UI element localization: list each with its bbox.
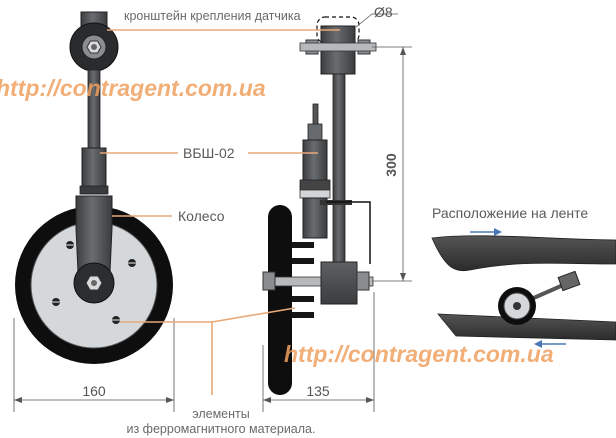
top-bolt [299, 42, 377, 52]
dimension-lines [13, 13, 412, 412]
bracket-label: кронштейн крепления датчика [124, 9, 301, 23]
leader-lines [100, 29, 340, 395]
front-view [15, 11, 173, 364]
height-dimension: 300 [383, 153, 399, 177]
side-sensor-body [302, 139, 328, 183]
diameter-dimension: Ø8 [374, 4, 393, 20]
side-lower-block [320, 261, 358, 305]
lever-arm [75, 195, 113, 273]
ferromagnetic-elements [292, 242, 314, 318]
side-width-dimension: 135 [306, 383, 330, 399]
belt-direction-arrow-icons [470, 228, 566, 348]
belt-position-label: Расположение на ленте [432, 205, 588, 221]
elements-label-line1: элементы [192, 407, 250, 421]
wheel-label: Колесо [178, 208, 225, 224]
wheel-width-dimension: 160 [82, 383, 106, 399]
belt-diagram [431, 228, 616, 348]
belt-upper [431, 235, 616, 272]
side-tire [268, 205, 292, 395]
elements-label-line2: из ферромагнитного материала. [127, 422, 316, 436]
belt-lower [437, 313, 616, 341]
sensor-label: ВБШ-02 [183, 145, 235, 161]
watermark-top: http://contragent.com.ua [0, 75, 266, 101]
side-view [262, 16, 377, 395]
watermark-bottom: http://contragent.com.ua [284, 341, 554, 367]
wheel-bolt-icons [52, 241, 136, 324]
side-rod [332, 73, 346, 267]
